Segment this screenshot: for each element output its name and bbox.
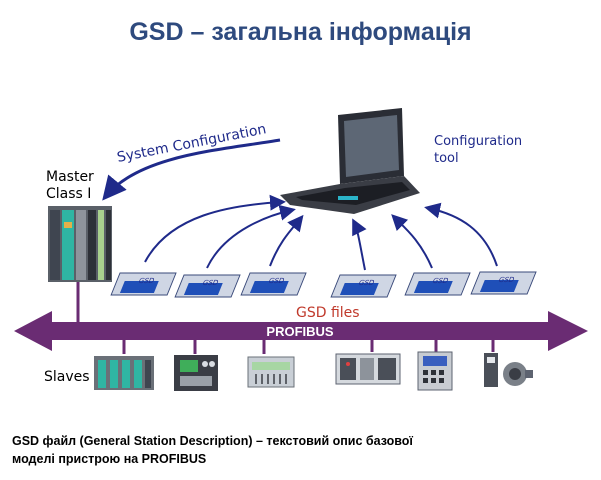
upload-arrows [144, 194, 498, 271]
slaves-label: Slaves [44, 369, 90, 385]
svg-text:GSD: GSD [431, 276, 450, 285]
master-label-2: Class I [46, 186, 91, 202]
slave-plc-icon [94, 356, 154, 390]
system-configuration-label: System Configuration [116, 121, 268, 166]
gsd-disk: GSD [240, 272, 307, 296]
svg-text:GSD: GSD [497, 275, 516, 284]
slave-panel-icon [174, 355, 218, 391]
slave-io-module-icon [247, 356, 295, 388]
gsd-disk: GSD [330, 274, 397, 298]
master-label: Master [46, 169, 94, 185]
gsd-disk: GSD [110, 272, 177, 296]
laptop-icon [280, 108, 420, 214]
caption-line-2: моделі пристрою на PROFIBUS [12, 452, 207, 466]
slave-drive-icon [417, 351, 453, 391]
caption-line-1: GSD файл (General Station Description) –… [12, 434, 413, 448]
page-title: GSD – загальна інформація [129, 18, 472, 46]
svg-text:GSD: GSD [267, 276, 286, 285]
gsd-disk: GSD [404, 272, 471, 296]
svg-text:GSD: GSD [357, 278, 376, 287]
slave-drops [122, 340, 495, 354]
svg-text:GSD: GSD [201, 278, 220, 287]
caption: GSD файл (General Station Description) –… [12, 432, 592, 468]
gsd-files-label: GSD files [296, 305, 360, 321]
configuration-tool-label-2: tool [434, 151, 459, 166]
configuration-tool-label: Configuration [434, 134, 522, 149]
profibus-label: PROFIBUS [266, 324, 334, 339]
gsd-disk: GSD [470, 271, 537, 295]
system-configuration-arrow [102, 138, 281, 201]
profibus-bus [14, 311, 588, 351]
slave-distributed-io-icon [335, 353, 401, 385]
svg-text:GSD: GSD [137, 276, 156, 285]
master-plc-icon [48, 206, 112, 282]
gsd-disks: GSD GSD GSD GSD GSD GSD [110, 271, 537, 298]
slave-motor-icon [484, 353, 533, 387]
gsd-disk: GSD [174, 274, 241, 298]
